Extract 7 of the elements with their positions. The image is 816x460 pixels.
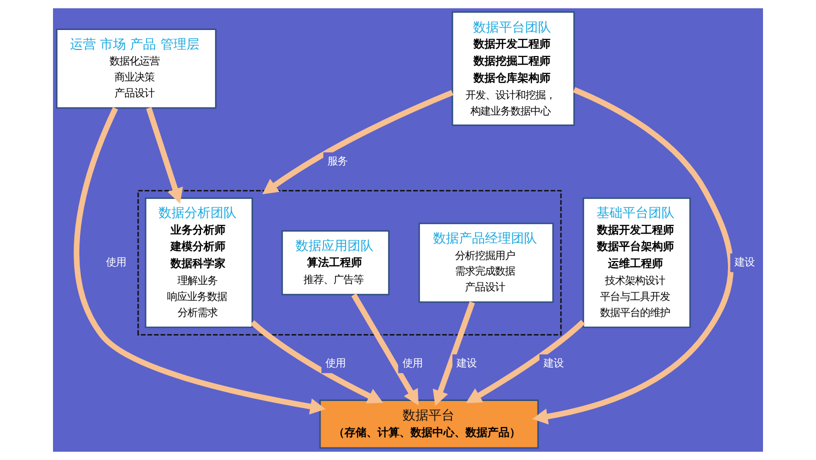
edge-label: 建设	[544, 357, 564, 370]
edge-label: 服务	[328, 155, 348, 168]
edge-label: 建设	[734, 256, 754, 268]
edge-label: 建设	[456, 357, 477, 370]
edge-label: 使用	[402, 357, 422, 370]
edge-label: 使用	[106, 256, 126, 268]
edge-label: 使用	[326, 357, 346, 370]
